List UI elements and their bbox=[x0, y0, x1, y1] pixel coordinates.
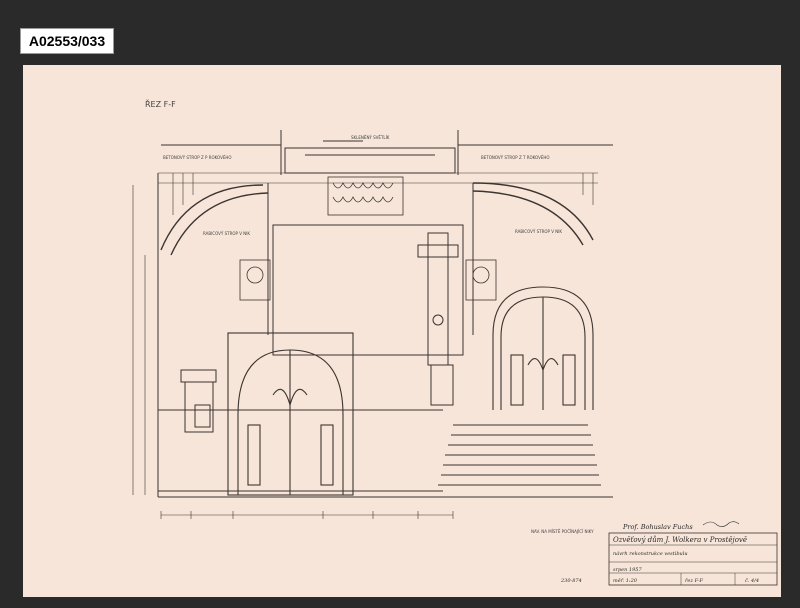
sculpture-masks bbox=[239, 259, 497, 301]
ornamental-frieze bbox=[327, 176, 404, 216]
room-walls bbox=[157, 173, 613, 498]
ceiling-slab bbox=[158, 172, 598, 215]
sheet-number: č. 4/4 bbox=[745, 577, 759, 584]
author-name: Prof. Bohuslav Fuchs bbox=[622, 523, 693, 531]
archive-id-label: A02553/033 bbox=[20, 28, 114, 54]
left-ceiling-label: RABICOVÝ STROP V NIK bbox=[203, 231, 250, 236]
section-label: ŘEZ F-F bbox=[145, 99, 176, 109]
right-label: BETONOVÝ STROP Z T ROKOVÉHO bbox=[481, 155, 550, 160]
drawing-title: Ozvěťový dům J. Wolkera v Prostějově bbox=[613, 535, 747, 544]
right-ceiling-label: RABICOVÝ STROP V NIK bbox=[515, 229, 562, 234]
stairs bbox=[438, 424, 601, 486]
drawing-subtitle: návrh rekonstrukce vestibulu bbox=[613, 550, 688, 557]
signature bbox=[702, 521, 740, 527]
right-door bbox=[492, 286, 594, 410]
left-door bbox=[227, 332, 354, 496]
drawing-section: řez F-F bbox=[685, 577, 704, 584]
column bbox=[417, 232, 459, 406]
title-block bbox=[608, 532, 778, 586]
drawing-sheet: ŘEZ F-F SKLENĚNÝ SVĚTLÍK BETONOVÝ STROP … bbox=[23, 65, 781, 597]
pencil-number: 230-874 bbox=[560, 578, 582, 584]
top-note: SKLENĚNÝ SVĚTLÍK bbox=[351, 135, 390, 140]
wall-cabinet bbox=[180, 369, 217, 433]
vault-curves bbox=[160, 182, 594, 256]
architectural-drawing: ŘEZ F-F SKLENĚNÝ SVĚTLÍK BETONOVÝ STROP … bbox=[132, 99, 778, 586]
drawing-date: srpen 1957 bbox=[613, 567, 642, 573]
left-label: BETONOVÝ STROP Z P ROKOVÉHO bbox=[163, 155, 232, 160]
drawing-scale: měř. 1:20 bbox=[613, 577, 638, 584]
bottom-note: NAV. NA MÍSTĚ POČÍNAJÍCÍ NIKY bbox=[531, 529, 594, 534]
dimension-lines bbox=[132, 185, 454, 519]
